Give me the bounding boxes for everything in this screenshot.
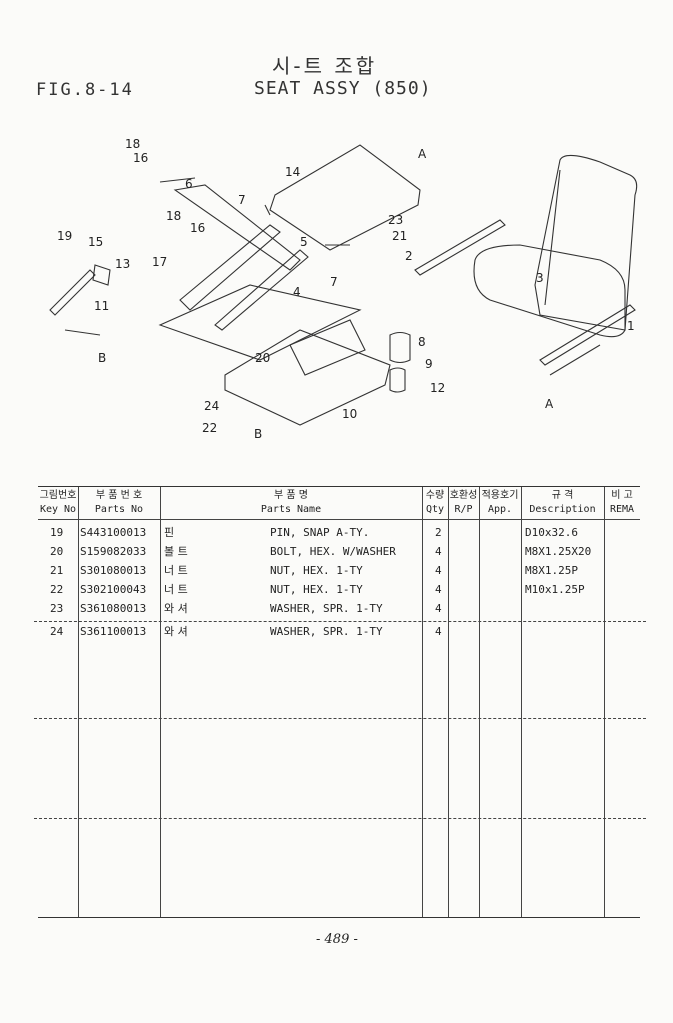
key-no: 20 <box>50 545 64 558</box>
qty: 4 <box>435 564 442 577</box>
table-row: 22 S302100043 너 트 NUT, HEX. 1-TY 4 M10x1… <box>38 580 640 599</box>
callout: 9 <box>425 357 433 371</box>
part-no: S443100013 <box>80 526 147 539</box>
callout: 15 <box>88 235 103 249</box>
part-no: S301080013 <box>80 564 147 577</box>
qty: 4 <box>435 625 442 638</box>
part-name: WASHER, SPR. 1-TY <box>270 602 383 615</box>
description: D10x32.6 <box>525 526 578 539</box>
callout-labels: 18 16 6 7 14 A 23 21 2 3 1 A 19 15 13 11… <box>57 137 635 441</box>
callout: 18 <box>125 137 140 151</box>
part-name-ko: 너 트 <box>164 583 188 596</box>
description: M10x1.25P <box>525 583 585 596</box>
callout: 20 <box>255 351 270 365</box>
callout: 22 <box>202 421 217 435</box>
group-divider <box>34 621 646 622</box>
title-korean: 시-트 조합 <box>272 54 378 78</box>
callout: 4 <box>293 285 301 299</box>
part-no: S302100043 <box>80 583 147 596</box>
callout: 3 <box>536 271 544 285</box>
part-name-ko: 와 셔 <box>164 625 188 638</box>
scissor-linkage <box>158 177 362 361</box>
callout: 18 <box>166 209 181 223</box>
key-no: 22 <box>50 583 64 596</box>
callout: 7 <box>238 193 246 207</box>
group-divider <box>34 718 646 719</box>
qty: 4 <box>435 602 442 615</box>
exploded-parts-diagram: 18 16 6 7 14 A 23 21 2 3 1 A 19 15 13 11… <box>49 137 638 441</box>
callout: B <box>254 427 262 441</box>
description: M8X1.25P <box>525 564 578 577</box>
callout: 1 <box>627 319 635 333</box>
page-number: - 489 - <box>316 932 358 947</box>
qty: 2 <box>435 526 442 539</box>
callout: 21 <box>392 229 407 243</box>
table-row: 24 S361100013 와 셔 WASHER, SPR. 1-TY 4 <box>38 622 640 641</box>
callout: 16 <box>190 221 205 235</box>
callout: 8 <box>418 335 426 349</box>
part-name-ko: 너 트 <box>164 564 188 577</box>
callout: A <box>545 397 554 411</box>
callout: 2 <box>405 249 413 263</box>
callout: 6 <box>185 177 193 191</box>
callout: 11 <box>94 299 109 313</box>
callout: 16 <box>133 151 148 165</box>
group-divider <box>34 818 646 819</box>
part-name-ko: 핀 <box>164 526 175 539</box>
callout: 23 <box>388 213 403 227</box>
seat-plate <box>264 144 421 251</box>
table-row: 21 S301080013 너 트 NUT, HEX. 1-TY 4 M8X1.… <box>38 561 640 580</box>
table-row: 19 S443100013 핀 PIN, SNAP A-TY. 2 D10x32… <box>38 523 640 542</box>
part-name: WASHER, SPR. 1-TY <box>270 625 383 638</box>
qty: 4 <box>435 583 442 596</box>
callout: 12 <box>430 381 445 395</box>
callout: 14 <box>285 165 300 179</box>
part-no: S361080013 <box>80 602 147 615</box>
callout: 7 <box>330 275 338 289</box>
description: M8X1.25X20 <box>525 545 592 558</box>
table-row: 20 S159082033 볼 트 BOLT, HEX. W/WASHER 4 … <box>38 542 640 561</box>
part-name: BOLT, HEX. W/WASHER <box>270 545 396 558</box>
base-frame <box>224 319 411 426</box>
callout: 19 <box>57 229 72 243</box>
qty: 4 <box>435 545 442 558</box>
table-row: 23 S361080013 와 셔 WASHER, SPR. 1-TY 4 <box>38 599 640 618</box>
part-name: NUT, HEX. 1-TY <box>270 583 363 596</box>
part-no: S159082033 <box>80 545 147 558</box>
callout: 24 <box>204 399 219 413</box>
callout: 5 <box>300 235 308 249</box>
part-name: PIN, SNAP A-TY. <box>270 526 370 539</box>
part-no: S361100013 <box>80 625 147 638</box>
key-no: 21 <box>50 564 64 577</box>
callout: 10 <box>342 407 357 421</box>
part-name-ko: 와 셔 <box>164 602 188 615</box>
figure-number: FIG.8-14 <box>36 80 134 100</box>
key-no: 19 <box>50 526 64 539</box>
callout: 17 <box>152 255 167 269</box>
part-name: NUT, HEX. 1-TY <box>270 564 363 577</box>
key-no: 24 <box>50 625 64 638</box>
callout: A <box>418 147 427 161</box>
callout: B <box>98 351 106 365</box>
title-english: SEAT ASSY (850) <box>254 78 432 99</box>
callout: 13 <box>115 257 130 271</box>
rails <box>414 219 636 376</box>
left-pin-assembly <box>49 264 111 336</box>
key-no: 23 <box>50 602 64 615</box>
part-name-ko: 볼 트 <box>164 545 188 558</box>
seat-cushion <box>473 154 638 338</box>
